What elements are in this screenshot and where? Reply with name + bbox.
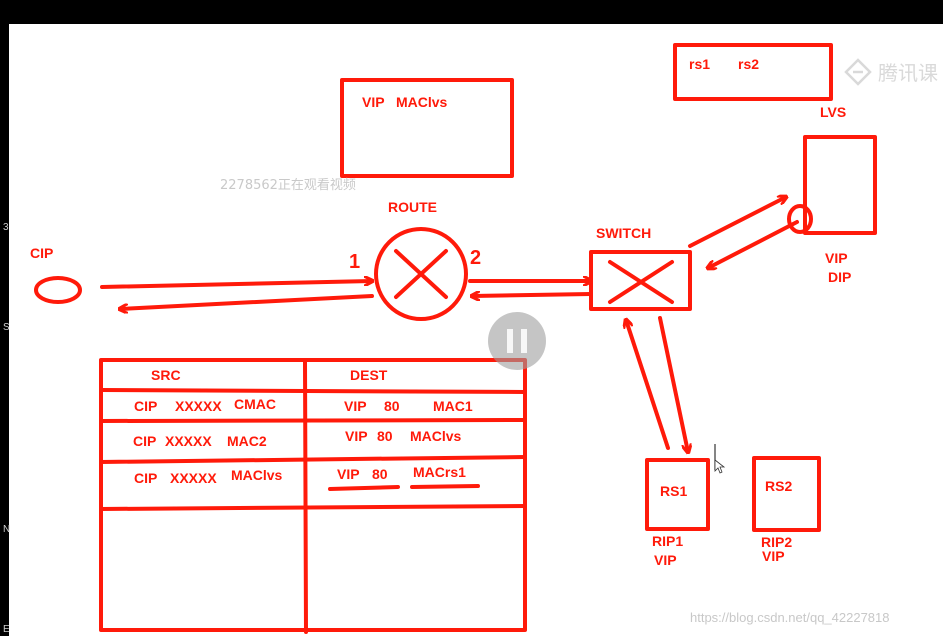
rs1-rip-label: RIP1	[652, 533, 683, 549]
rs2-box	[752, 456, 821, 532]
row1-dst-port: 80	[384, 398, 400, 414]
row1-dst-mac: MAC1	[433, 398, 473, 414]
gutter-char: 3	[3, 222, 9, 233]
tencent-class-logo-icon	[844, 58, 872, 86]
rs2-rip-label: RIP2	[761, 534, 792, 550]
viewer-notice: 2278562正在观看视频	[220, 177, 356, 193]
table-row-line	[99, 455, 527, 464]
switch-label: SWITCH	[596, 225, 651, 241]
rs2-label: RS2	[765, 478, 792, 494]
arrow-switch-to-route	[472, 294, 593, 296]
gutter-char: N	[3, 524, 11, 535]
source-url-watermark: https://blog.csdn.net/qq_42227818	[690, 610, 890, 625]
table-row-line	[99, 388, 527, 394]
row2-src-ip: CIP	[133, 433, 156, 449]
lvs-server-box	[803, 135, 877, 235]
router-cross	[394, 249, 448, 299]
arrow-switch-to-lvs	[688, 197, 786, 248]
arrow-cip-to-route	[100, 281, 372, 289]
video-top-bar	[0, 0, 943, 24]
packet-table-divider	[303, 360, 308, 634]
row2-dst-ip: VIP	[345, 428, 368, 444]
pause-button[interactable]	[488, 312, 546, 370]
row2-dst-port: 80	[377, 428, 393, 444]
packet-table-frame	[99, 358, 527, 632]
table-row-line	[99, 504, 527, 511]
route-box-mac: MAClvs	[396, 94, 448, 110]
row1-dst-ip: VIP	[344, 398, 367, 414]
rs1-vip-label: VIP	[654, 552, 677, 568]
underline-dest-ip	[328, 485, 400, 491]
row3-src-ip: CIP	[134, 470, 157, 486]
lvs-rs-list-box	[673, 43, 833, 101]
table-row-line	[99, 418, 527, 423]
row3-src-port: XXXXX	[170, 470, 217, 486]
video-left-gutter	[0, 24, 9, 636]
row2-dst-mac: MAClvs	[410, 428, 462, 444]
lvs-label: LVS	[820, 104, 846, 120]
row1-src-port: XXXXX	[175, 398, 222, 414]
lvs-rs2-entry: rs2	[738, 56, 759, 72]
rs1-box	[645, 458, 710, 531]
row3-src-mac: MAClvs	[231, 467, 283, 483]
router-circle	[374, 227, 468, 321]
rs2-vip-label: VIP	[762, 548, 785, 564]
gutter-char: E	[3, 624, 10, 635]
table-header-dest: DEST	[350, 367, 388, 383]
switch-cross	[608, 260, 674, 304]
row2-src-port: XXXXX	[165, 433, 212, 449]
client-cip-ellipse	[34, 276, 82, 304]
row3-dst-port: 80	[372, 466, 388, 482]
row3-dst-mac: MACrs1	[413, 464, 466, 480]
lvs-dip-label: DIP	[828, 269, 851, 285]
route-label: ROUTE	[388, 199, 437, 215]
gutter-char: S	[3, 322, 10, 333]
route-box-vip: VIP	[362, 94, 385, 110]
row2-src-mac: MAC2	[227, 433, 267, 449]
arrow-rs1-to-switch	[626, 320, 670, 450]
lvs-vip-label: VIP	[825, 250, 848, 266]
route-port-1: 1	[349, 251, 360, 273]
row1-src-ip: CIP	[134, 398, 157, 414]
route-port-2: 2	[470, 247, 481, 269]
table-header-src: SRC	[151, 367, 181, 383]
arrow-switch-to-rs1	[658, 316, 688, 452]
row3-dst-ip: VIP	[337, 466, 360, 482]
route-mac-box	[340, 78, 514, 178]
rs1-label: RS1	[660, 483, 687, 499]
lvs-interface-circle	[787, 204, 813, 234]
mouse-cursor-icon	[714, 444, 726, 474]
cip-label: CIP	[30, 245, 53, 261]
pause-icon	[507, 329, 513, 353]
arrow-lvs-to-switch	[708, 220, 799, 268]
row1-src-mac: CMAC	[234, 396, 276, 412]
lvs-rs1-entry: rs1	[689, 56, 710, 72]
corner-watermark: 腾讯课	[878, 61, 938, 85]
underline-dest-mac	[410, 484, 480, 489]
arrow-route-to-cip	[120, 294, 374, 309]
